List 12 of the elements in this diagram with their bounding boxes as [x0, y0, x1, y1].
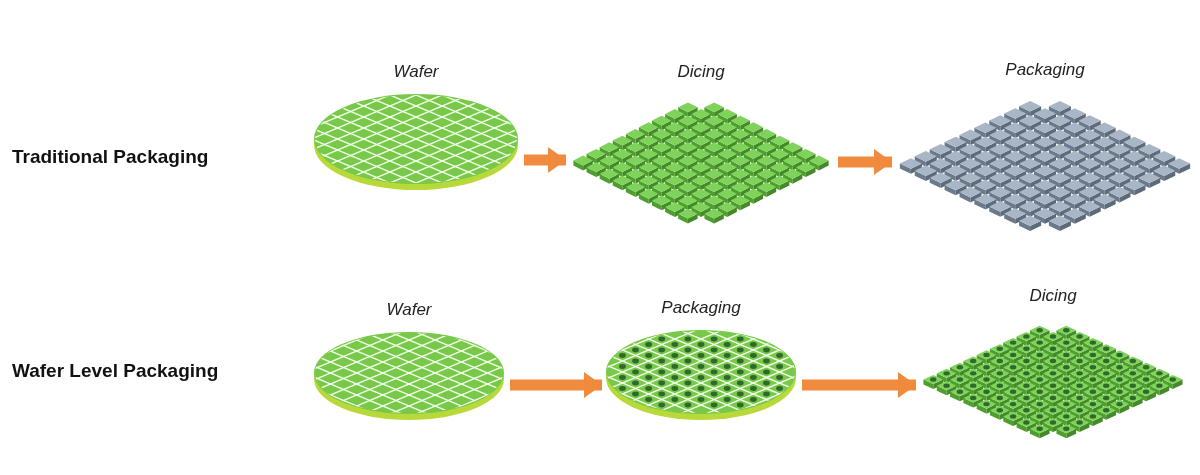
step-heading: Dicing: [1029, 286, 1077, 306]
row-label: Traditional Packaging: [12, 146, 209, 168]
step-heading: Wafer: [386, 300, 432, 320]
arrow: [838, 149, 892, 175]
step-heading: Dicing: [677, 62, 725, 82]
step-heading: Packaging: [1005, 60, 1085, 80]
arrow: [524, 147, 566, 173]
step-heading: Packaging: [661, 298, 741, 318]
row-label: Wafer Level Packaging: [12, 360, 219, 382]
arrow: [510, 372, 602, 398]
arrow: [802, 372, 916, 398]
step-heading: Wafer: [393, 62, 439, 82]
